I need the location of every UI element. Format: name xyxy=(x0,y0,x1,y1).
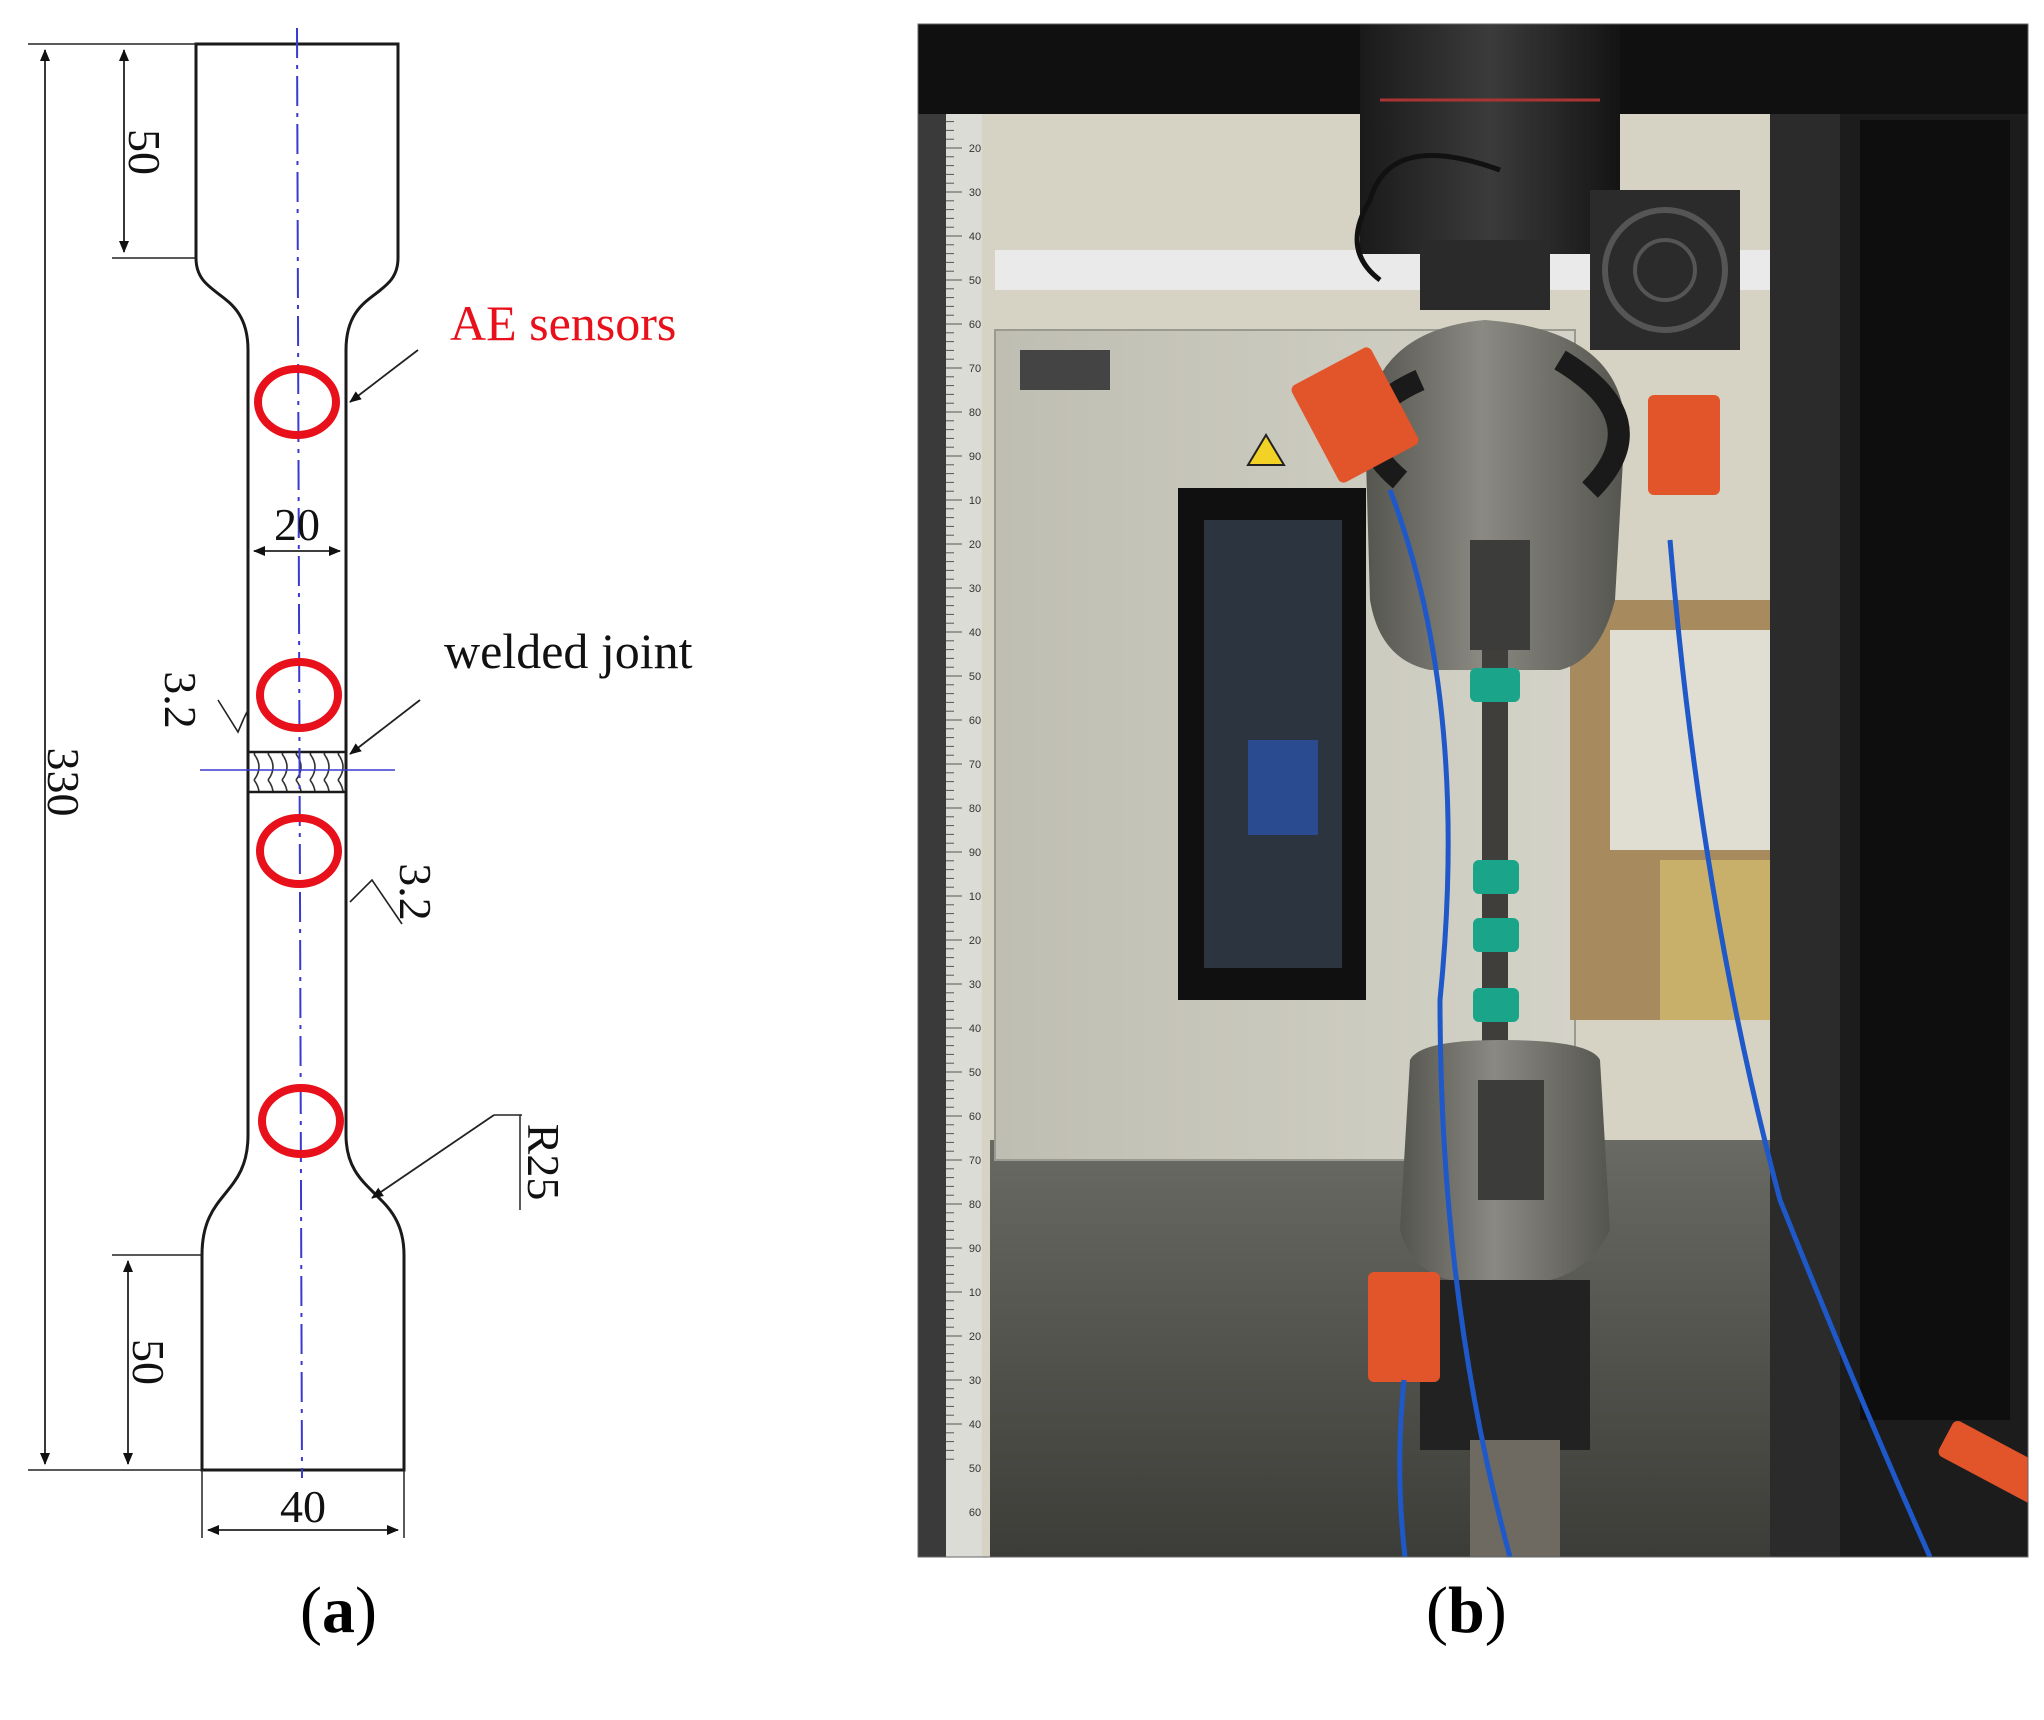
ruler-number: 90 xyxy=(969,1243,981,1255)
lower-actuator xyxy=(1420,1280,1590,1450)
ruler-number: 50 xyxy=(969,671,981,683)
specimen-tape-4 xyxy=(1473,988,1519,1022)
ruler-number: 60 xyxy=(969,715,981,727)
ruler-number: 20 xyxy=(969,1331,981,1343)
ruler-number: 80 xyxy=(969,803,981,815)
ae-sensor-block-3 xyxy=(1368,1272,1440,1382)
sensor-cable-1 xyxy=(1387,489,1513,1557)
load-cell xyxy=(1360,24,1620,254)
ae-sensors-label: AE sensors xyxy=(450,295,676,351)
ae-sensor-block-2 xyxy=(1648,395,1720,495)
ruler-number: 50 xyxy=(969,275,981,287)
machine-column-left xyxy=(918,24,946,1557)
roughness-upper: 3.2 xyxy=(155,671,206,729)
ae-sensor-3 xyxy=(256,814,342,888)
ruler-number: 10 xyxy=(969,495,981,507)
weld-zone xyxy=(246,750,348,794)
ae-sensor-2 xyxy=(256,658,342,732)
ruler-number: 40 xyxy=(969,627,981,639)
specimen-drawing: 330 50 50 20 40 R25 3.2 3.2 AE sensors xyxy=(28,27,693,1538)
ruler-number: 60 xyxy=(969,319,981,331)
cooling-fan xyxy=(1590,190,1740,350)
dim-grip-width: 40 xyxy=(280,1481,326,1532)
specimen-tape-3 xyxy=(1473,918,1519,952)
upper-grip xyxy=(1365,320,1625,670)
ruler-number: 90 xyxy=(969,847,981,859)
caption-a: (a) xyxy=(300,1574,377,1647)
ruler-number: 70 xyxy=(969,1155,981,1167)
warning-icon xyxy=(1246,433,1286,466)
ruler-number: 50 xyxy=(969,1067,981,1079)
caption-b: (b) xyxy=(1426,1574,1507,1647)
ae-sensor-4 xyxy=(258,1084,344,1158)
dim-total-length: 330 xyxy=(38,748,89,817)
ruler-number: 80 xyxy=(969,407,981,419)
ruler-number: 20 xyxy=(969,539,981,551)
ruler-number: 10 xyxy=(969,1287,981,1299)
test-rig-photo: 10 20 30 40 50 60 70 80 90 10 20 30 40 50 60 70 80 90 10 20… xyxy=(917,23,2029,1558)
ruler-number: 40 xyxy=(969,1023,981,1035)
ruler-number: 50 xyxy=(969,1463,981,1475)
ae-sensor-block-1 xyxy=(1291,347,1419,483)
ruler-number: 30 xyxy=(969,979,981,991)
ruler-number: 60 xyxy=(969,1507,981,1519)
ruler-number: 70 xyxy=(969,363,981,375)
ruler-number: 10 xyxy=(969,891,981,903)
ruler-number: 40 xyxy=(969,231,981,243)
specimen-tape-1 xyxy=(1470,668,1520,702)
welded-joint-label: welded joint xyxy=(444,623,693,679)
ruler-number: 80 xyxy=(969,1199,981,1211)
ruler-number: 30 xyxy=(969,583,981,595)
sensor-cable-2 xyxy=(1667,539,1933,1557)
ruler-number: 20 xyxy=(969,935,981,947)
dim-grip-bottom: 50 xyxy=(123,1339,174,1385)
chamber-logo xyxy=(1020,350,1110,390)
ruler-number: 20 xyxy=(969,143,981,155)
roughness-lower: 3.2 xyxy=(390,863,441,921)
ruler-number: 30 xyxy=(969,1375,981,1387)
sensor-cable-3 xyxy=(1397,1379,1408,1557)
ruler-number: 40 xyxy=(969,1419,981,1431)
dim-grip-top: 50 xyxy=(119,129,170,175)
dim-fillet-radius: R25 xyxy=(518,1124,569,1201)
ae-sensor-1 xyxy=(254,365,340,439)
ruler-number: 60 xyxy=(969,1111,981,1123)
specimen-tape-2 xyxy=(1473,860,1519,894)
ruler-number: 30 xyxy=(969,187,981,199)
dim-gauge-width: 20 xyxy=(274,499,320,550)
ruler-number: 90 xyxy=(969,451,981,463)
ruler-number: 70 xyxy=(969,759,981,771)
ae-sensor-block-4 xyxy=(1938,1420,2028,1504)
centerline xyxy=(296,27,303,1479)
